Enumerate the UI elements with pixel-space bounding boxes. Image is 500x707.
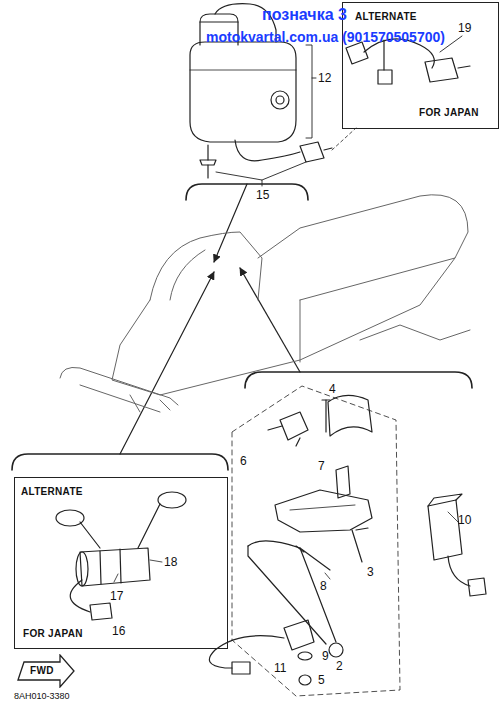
assembly-group-outline [232,386,400,696]
callout-number: 18 [164,556,177,568]
box-heading: FOR JAPAN [23,628,83,639]
box-heading: FOR JAPAN [419,107,479,118]
callout-number: 4 [329,383,336,395]
box-heading: ALTERNATE [21,486,83,497]
callout-number: 3 [367,566,374,578]
callout-number: 9 [322,650,329,662]
callout-number: 8 [320,580,327,592]
drawing-code: 8AH010-3380 [14,692,70,701]
alternate-box: ALTERNATE FOR JAPAN [342,2,499,129]
direction-label: FWD [30,665,54,676]
callout-number: 10 [458,514,471,526]
arrow-outline [18,655,74,687]
key-switch [56,492,186,620]
callout-number: 16 [112,625,125,637]
alternate-harness [332,36,470,150]
component-10 [428,494,486,596]
callout-number: 19 [458,22,471,34]
callout-number: 17 [110,590,123,602]
callout-number: 5 [318,674,325,686]
callout-number: 2 [336,660,343,672]
forward-arrow: FWD [16,654,76,688]
watermark: позначка 3 [262,7,347,23]
lever-assembly [209,395,372,685]
callout-number: 11 [274,662,286,674]
alternate-box: ALTERNATE FOR JAPAN [14,477,228,649]
snowmobile-outline [60,195,470,412]
watermark: motokvartal.com.ua (901570505700) [206,30,445,44]
callout-number: 15 [256,189,269,201]
box-heading: ALTERNATE [355,11,417,22]
callout-number: 7 [318,460,325,472]
callout-number: 12 [318,72,331,84]
callout-number: 6 [240,455,247,467]
